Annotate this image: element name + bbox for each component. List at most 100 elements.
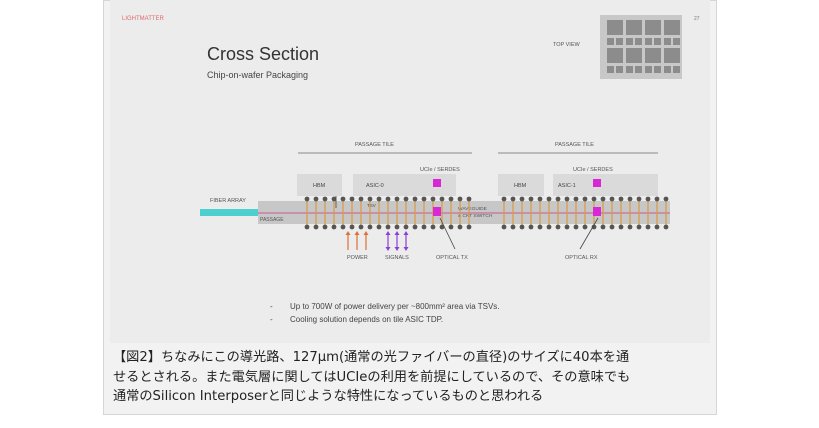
fiber-array bbox=[200, 209, 258, 216]
ucie-block-right bbox=[593, 179, 601, 187]
top-bump bbox=[501, 196, 507, 202]
asic1-die bbox=[553, 174, 658, 196]
power-arrows bbox=[345, 231, 369, 250]
passage-label: PASSAGE bbox=[260, 217, 284, 223]
top-view-chiplet bbox=[607, 38, 614, 45]
top-bump bbox=[636, 196, 642, 202]
ucie-block-left bbox=[433, 179, 441, 187]
top-bump bbox=[421, 196, 427, 202]
bottom-bump bbox=[573, 224, 579, 230]
top-bump bbox=[412, 196, 418, 202]
top-bump bbox=[519, 196, 525, 202]
top-view-chiplet bbox=[607, 66, 614, 73]
brand-logo: LIGHTMATTER bbox=[122, 16, 165, 22]
bottom-bump bbox=[385, 224, 391, 230]
bottom-bump bbox=[528, 224, 534, 230]
bottom-bump bbox=[546, 224, 552, 230]
top-view-tile bbox=[626, 20, 642, 35]
hbm-left-label: HBM bbox=[313, 183, 326, 189]
power-arrow-head bbox=[345, 231, 351, 235]
top-bump bbox=[591, 196, 597, 202]
waveguide-label-1: WAVEGUIDE bbox=[458, 206, 487, 212]
bottom-bump bbox=[349, 224, 355, 230]
top-bump bbox=[528, 196, 534, 202]
top-view-chiplet bbox=[626, 66, 633, 73]
bump-array bbox=[304, 196, 669, 230]
top-bump bbox=[510, 196, 516, 202]
top-view-tile bbox=[664, 20, 680, 35]
hbm-right-die bbox=[498, 174, 544, 196]
optical-rx-label: OPTICAL RX bbox=[565, 255, 598, 261]
top-bump bbox=[537, 196, 543, 202]
top-bump bbox=[654, 196, 660, 202]
top-view-chiplet bbox=[626, 38, 633, 45]
top-view-chiplet bbox=[654, 38, 661, 45]
top-bump bbox=[627, 196, 633, 202]
ucie-right-label: UCIe / SERDES bbox=[573, 167, 613, 173]
top-bump bbox=[573, 196, 579, 202]
top-bump bbox=[448, 196, 454, 202]
top-bump bbox=[340, 196, 346, 202]
bottom-bump bbox=[403, 224, 409, 230]
top-bump bbox=[304, 196, 310, 202]
top-bump bbox=[546, 196, 552, 202]
bottom-bump bbox=[519, 224, 525, 230]
power-arrow-head bbox=[354, 231, 360, 235]
signals-label: SIGNALS bbox=[385, 255, 409, 261]
top-bump bbox=[582, 196, 588, 202]
top-view-tile bbox=[645, 20, 661, 35]
top-view-chiplet bbox=[664, 66, 671, 73]
asic1-label: ASIC-1 bbox=[558, 183, 576, 189]
top-bump bbox=[349, 196, 355, 202]
top-view-chiplet bbox=[645, 38, 652, 45]
signal-arrow-head-down bbox=[385, 247, 391, 251]
signal-arrow-head-up bbox=[385, 231, 391, 235]
power-arrow-head bbox=[363, 231, 369, 235]
bottom-bump bbox=[430, 224, 436, 230]
top-bump bbox=[322, 196, 328, 202]
asic0-die bbox=[353, 174, 456, 196]
bullet-dash-2: - bbox=[270, 315, 273, 324]
top-bump bbox=[555, 196, 561, 202]
caption-line-3: 通常のSilicon Interposerと同じような特性になっているものと思わ… bbox=[113, 389, 544, 404]
top-view-chiplet bbox=[635, 38, 642, 45]
top-view-tile bbox=[607, 48, 623, 63]
bottom-bump bbox=[439, 224, 445, 230]
bottom-bump bbox=[663, 224, 669, 230]
bottom-bump bbox=[412, 224, 418, 230]
bottom-bump bbox=[376, 224, 382, 230]
bottom-bump bbox=[331, 224, 337, 230]
passage-tile-left-label: PASSAGE TILE bbox=[355, 142, 394, 148]
bottom-bump bbox=[304, 224, 310, 230]
top-view-tile bbox=[645, 48, 661, 63]
passage-tile-right-label: PASSAGE TILE bbox=[555, 142, 594, 148]
top-view-chiplet bbox=[635, 66, 642, 73]
top-bump bbox=[385, 196, 391, 202]
hbm-right-label: HBM bbox=[514, 183, 527, 189]
top-view-tile bbox=[664, 48, 680, 63]
caption-line-2: せるとされる。また電気層に関してはUCIeの利用を前提にしているので、その意味で… bbox=[113, 369, 631, 385]
top-bump bbox=[600, 196, 606, 202]
top-bump bbox=[331, 196, 337, 202]
asic0-label: ASIC-0 bbox=[366, 183, 384, 189]
bottom-bump bbox=[457, 224, 463, 230]
bottom-bump bbox=[466, 224, 472, 230]
ucie-left-label: UCIe / SERDES bbox=[420, 167, 460, 173]
bottom-bump bbox=[367, 224, 373, 230]
top-bump bbox=[367, 196, 373, 202]
top-bump bbox=[645, 196, 651, 202]
signal-arrows bbox=[385, 231, 409, 251]
tsv-label: TSV bbox=[367, 203, 376, 208]
optical-tx-label: OPTICAL TX bbox=[436, 255, 468, 261]
top-bump bbox=[609, 196, 615, 202]
top-bump bbox=[430, 196, 436, 202]
bottom-bump bbox=[448, 224, 454, 230]
optical-tx-element bbox=[433, 207, 441, 216]
bottom-bump bbox=[564, 224, 570, 230]
figure-caption: 【図2】ちなみにこの導光路、127μm(通常の光ファイバーの直径)のサイズに40… bbox=[113, 348, 711, 407]
optical-rx-pointer bbox=[579, 217, 599, 250]
bottom-bump bbox=[636, 224, 642, 230]
bottom-bump bbox=[358, 224, 364, 230]
signal-arrow-head-up bbox=[394, 231, 400, 235]
top-bump bbox=[358, 196, 364, 202]
